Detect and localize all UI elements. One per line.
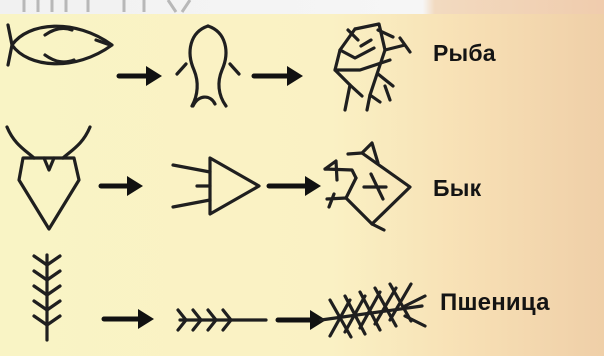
ox-cuneiform-icon (325, 143, 410, 230)
ox-pictograph-icon (7, 127, 90, 229)
wheat-cuneiform-icon (321, 284, 425, 337)
arrow-icon (101, 176, 143, 196)
arrow-icon (269, 176, 321, 196)
fish-rotated-pictograph-icon (177, 26, 239, 106)
wheat-pictograph-icon (34, 255, 60, 340)
fish-pictograph-icon (8, 25, 112, 65)
arrow-icon (104, 309, 154, 329)
arrow-icon (119, 66, 162, 86)
label-wheat: Пшеница (440, 289, 550, 317)
label-fish: Рыба (433, 40, 496, 67)
wheat-rotated-pictograph-icon (178, 310, 266, 330)
ox-rotated-pictograph-icon (173, 158, 259, 214)
fish-cuneiform-icon (335, 24, 410, 110)
label-ox: Бык (433, 175, 481, 202)
arrow-icon (254, 66, 303, 86)
arrow-icon (278, 310, 326, 330)
